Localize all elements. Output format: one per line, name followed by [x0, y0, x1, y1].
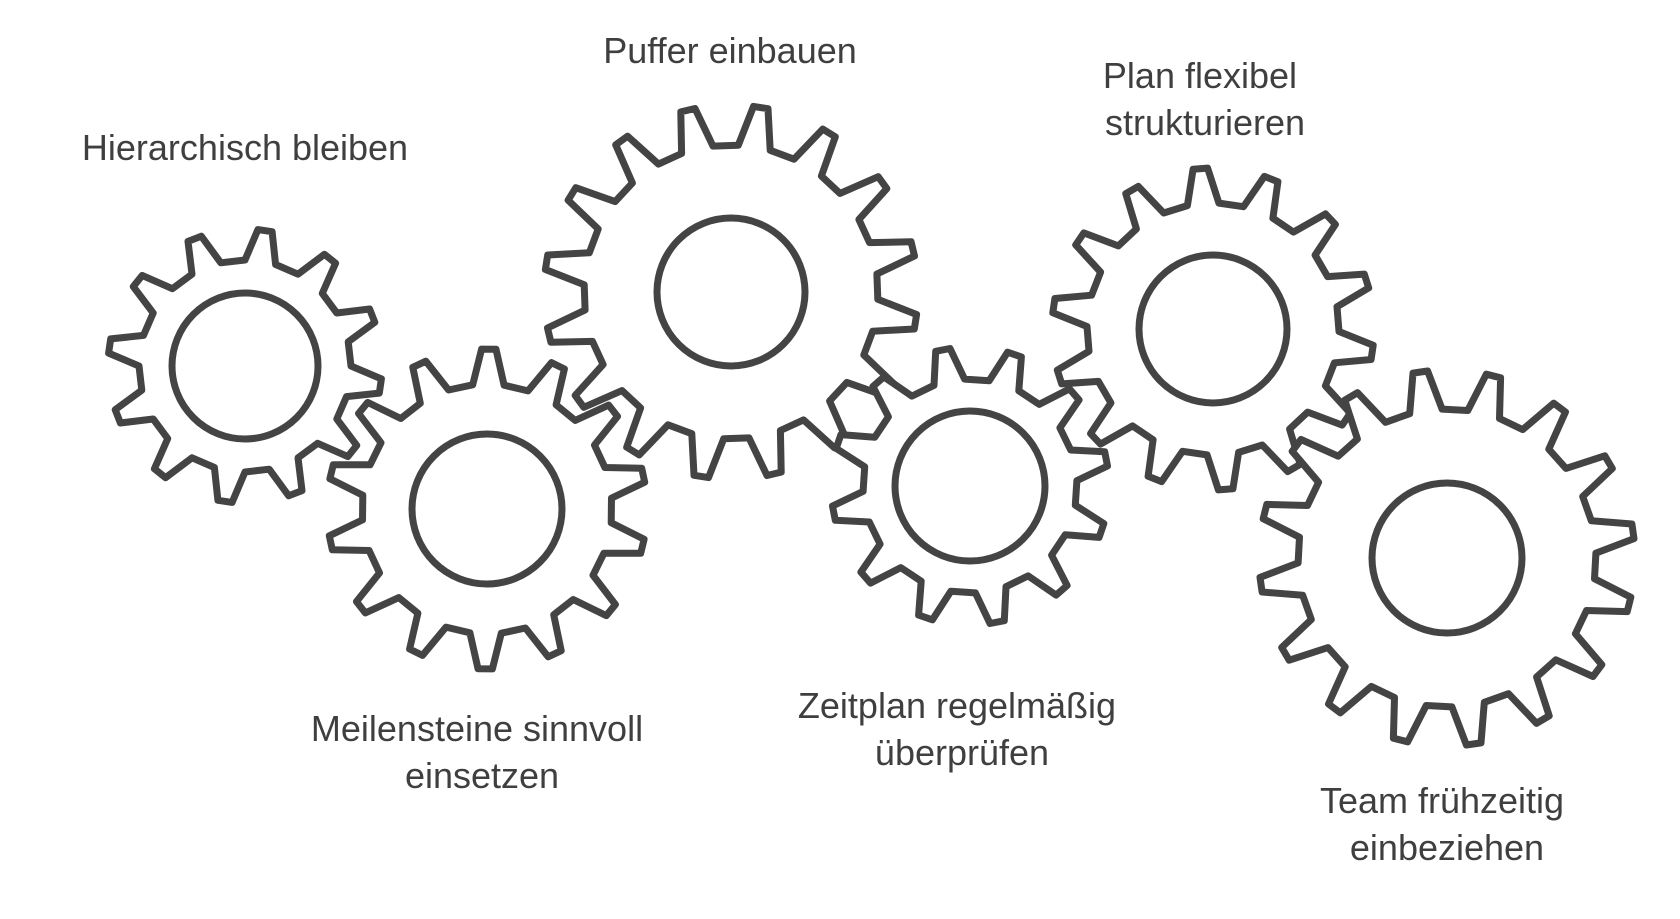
- gear-5-icon: [1049, 164, 1377, 494]
- gear-5-hub: [1135, 251, 1291, 407]
- step-3-label-line-1: Puffer einbauen: [603, 30, 857, 71]
- gear-1-hub: [168, 289, 322, 443]
- step-6-label-line-1: Team frühzeitig: [1320, 780, 1564, 821]
- step-6-label-line-2: einbeziehen: [1350, 827, 1544, 868]
- gear-6-icon: [1256, 367, 1638, 749]
- step-3-label: Puffer einbauen: [603, 30, 857, 71]
- gear-2-hub: [408, 430, 566, 588]
- gear-3-icon: [541, 102, 921, 482]
- gear-3-hub: [653, 214, 809, 370]
- gear-4-icon: [829, 345, 1111, 627]
- step-2-label-line-1: Meilensteine sinnvoll: [311, 708, 643, 749]
- step-4-label: Zeitplan regelmäßig überprüfen: [798, 685, 1126, 773]
- step-2-label-line-2: einsetzen: [405, 755, 559, 796]
- step-2-label: Meilensteine sinnvoll einsetzen: [311, 708, 653, 796]
- step-6-label: Team frühzeitig einbeziehen: [1320, 780, 1574, 868]
- step-5-label-line-2: strukturieren: [1105, 102, 1305, 143]
- gear-4-hub: [891, 407, 1049, 565]
- gears-layer: [105, 102, 1638, 749]
- gear-6-hub: [1368, 479, 1526, 637]
- step-4-label-line-1: Zeitplan regelmäßig: [798, 685, 1116, 726]
- step-5-label: Plan flexibel strukturieren: [1103, 55, 1307, 143]
- gear-1-icon: [105, 226, 385, 506]
- step-1-label-line-1: Hierarchisch bleiben: [82, 127, 408, 168]
- step-4-label-line-2: überprüfen: [875, 732, 1049, 773]
- gear-2-icon: [325, 345, 649, 673]
- step-1-label: Hierarchisch bleiben: [82, 127, 408, 168]
- step-5-label-line-1: Plan flexibel: [1103, 55, 1297, 96]
